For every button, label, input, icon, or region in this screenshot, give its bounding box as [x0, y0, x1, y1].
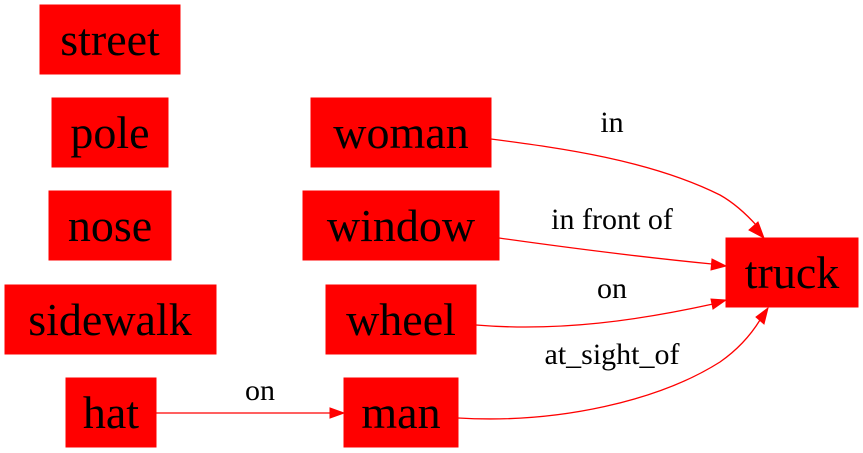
node-label: truck	[745, 247, 840, 298]
node-hat: hat	[65, 377, 157, 448]
node-label: hat	[83, 387, 139, 438]
node-label: nose	[68, 200, 152, 251]
node-woman: woman	[310, 97, 492, 168]
node-label: pole	[70, 107, 149, 158]
edge-hat-man: on	[156, 374, 346, 419]
arrowhead	[710, 258, 728, 271]
edge-line	[498, 237, 713, 265]
node-pole: pole	[51, 97, 169, 168]
node-label: woman	[333, 107, 468, 158]
edge-window-truck: in front of	[498, 203, 728, 271]
arrowhead	[755, 306, 769, 325]
edge-label: at_sight_of	[545, 338, 680, 371]
edge-label: on	[245, 374, 275, 407]
node-label: wheel	[346, 294, 456, 345]
edge-label: on	[597, 272, 627, 305]
arrowhead	[329, 407, 346, 419]
arrowhead	[710, 298, 728, 310]
node-box	[51, 97, 169, 168]
arrowhead	[748, 221, 765, 240]
node-box	[310, 97, 492, 168]
node-box	[4, 284, 217, 355]
node-box	[725, 237, 859, 308]
edge-line	[490, 138, 758, 227]
edge-man-truck: at_sight_of	[457, 306, 769, 420]
node-nose: nose	[48, 190, 172, 261]
edge-line	[457, 319, 761, 420]
node-box	[65, 377, 157, 448]
edge-label: in front of	[551, 203, 673, 236]
node-label: man	[361, 387, 440, 438]
node-label: window	[327, 200, 476, 251]
edge-wheel-truck: on	[475, 272, 728, 328]
node-box	[48, 190, 172, 261]
edge-woman-truck: in	[490, 106, 765, 240]
node-box	[325, 284, 477, 355]
node-window: window	[302, 190, 500, 261]
node-box	[343, 377, 459, 448]
edge-line	[475, 303, 714, 328]
node-sidewalk: sidewalk	[4, 284, 217, 355]
node-label: street	[60, 14, 160, 65]
node-box	[302, 190, 500, 261]
node-street: street	[39, 4, 181, 75]
node-truck: truck	[725, 237, 859, 308]
node-label: sidewalk	[28, 294, 192, 345]
node-box	[39, 4, 181, 75]
node-man: man	[343, 377, 459, 448]
edge-label: in	[600, 106, 623, 139]
node-wheel: wheel	[325, 284, 477, 355]
